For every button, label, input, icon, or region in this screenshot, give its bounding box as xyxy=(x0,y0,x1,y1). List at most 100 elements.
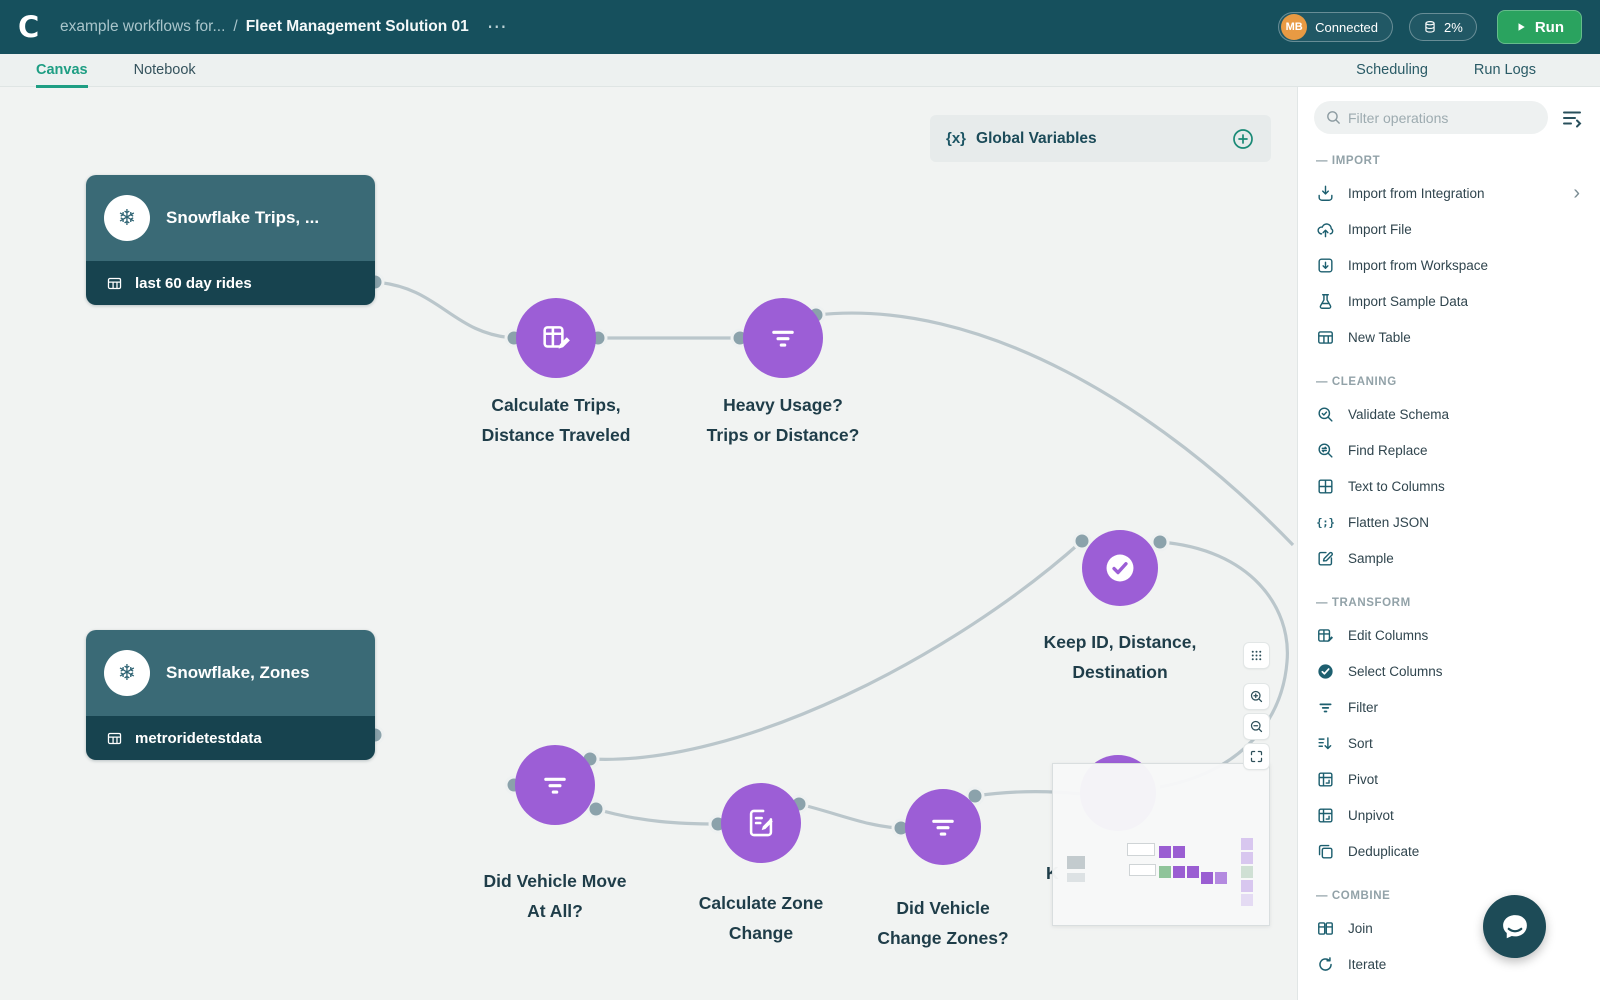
edge xyxy=(595,807,719,826)
node-heavy-usage[interactable] xyxy=(743,298,823,378)
op-item-unpivot[interactable]: Unpivot xyxy=(1314,797,1584,833)
app-logo[interactable]: C xyxy=(18,10,40,44)
minimap-node xyxy=(1067,873,1085,882)
op-label: Deduplicate xyxy=(1348,843,1420,859)
node-table-row[interactable]: last 60 day rides xyxy=(86,261,375,305)
add-variable-icon[interactable] xyxy=(1231,127,1255,151)
minimap-node xyxy=(1129,864,1156,876)
tab-canvas[interactable]: Canvas xyxy=(36,54,88,88)
tab-bar-right: Scheduling Run Logs xyxy=(1356,54,1536,87)
tab-run-logs[interactable]: Run Logs xyxy=(1473,62,1536,78)
op-item-join[interactable]: Join xyxy=(1314,910,1584,946)
op-item-text-to-columns[interactable]: Text to Columns xyxy=(1314,468,1584,504)
op-item-edit-columns[interactable]: Edit Columns xyxy=(1314,617,1584,653)
op-item-new-table[interactable]: New Table xyxy=(1314,319,1584,355)
zoom-out-button[interactable] xyxy=(1244,714,1269,739)
run-button[interactable]: Run xyxy=(1496,10,1582,44)
node-snowflake-zones[interactable]: ❄ Snowflake, Zones metroridetestdata xyxy=(86,630,375,760)
tab-notebook[interactable]: Notebook xyxy=(133,62,196,78)
port[interactable] xyxy=(1150,532,1170,552)
op-label: Sample xyxy=(1348,550,1394,566)
op-item-find-replace[interactable]: Find Replace xyxy=(1314,432,1584,468)
minimap-node xyxy=(1173,846,1185,858)
op-label: Iterate xyxy=(1348,956,1387,972)
op-item-import-from-integration[interactable]: Import from Integration› xyxy=(1314,175,1584,211)
op-label: Join xyxy=(1348,920,1373,936)
tab-scheduling[interactable]: Scheduling xyxy=(1356,62,1428,78)
op-item-flatten-json[interactable]: Flatten JSON xyxy=(1314,504,1584,540)
database-icon xyxy=(1423,20,1437,34)
minimap-node xyxy=(1215,872,1227,884)
op-item-filter[interactable]: Filter xyxy=(1314,689,1584,725)
op-label: Sort xyxy=(1348,735,1373,751)
node-zone-change[interactable] xyxy=(721,783,801,863)
minimap-node xyxy=(1159,846,1171,858)
more-menu-icon[interactable]: ⋯ xyxy=(486,16,507,38)
op-item-import-sample-data[interactable]: Import Sample Data xyxy=(1314,283,1584,319)
op-label: Unpivot xyxy=(1348,807,1394,823)
chat-button[interactable] xyxy=(1483,895,1546,958)
port[interactable] xyxy=(1072,531,1092,551)
select-columns-icon xyxy=(1316,662,1335,681)
avatar[interactable]: MB xyxy=(1281,14,1308,40)
edge xyxy=(374,280,515,340)
node-label: Heavy Usage?Trips or Distance? xyxy=(706,395,860,445)
minimap-node xyxy=(1159,866,1171,878)
op-item-deduplicate[interactable]: Deduplicate xyxy=(1314,833,1584,869)
op-item-import-file[interactable]: Import File xyxy=(1314,211,1584,247)
panel-menu-icon[interactable] xyxy=(1560,106,1584,130)
workspace-icon xyxy=(1316,256,1335,275)
table-name: last 60 day rides xyxy=(135,274,252,292)
section-header-import: — IMPORT xyxy=(1316,155,1381,167)
minimap-node xyxy=(1067,856,1085,869)
text-columns-icon xyxy=(1316,477,1335,496)
port[interactable] xyxy=(586,799,606,819)
minimap-node xyxy=(1173,866,1185,878)
node-vehicle-move[interactable] xyxy=(515,745,595,825)
node-table-row[interactable]: metroridetestdata xyxy=(86,716,375,760)
op-item-sample[interactable]: Sample xyxy=(1314,540,1584,576)
node-changed-zones[interactable] xyxy=(905,789,981,865)
node-header: ❄ Snowflake Trips, ... xyxy=(86,175,375,261)
app-header: C example workflows for... / Fleet Manag… xyxy=(0,0,1600,54)
op-label: Select Columns xyxy=(1348,663,1443,679)
table-name: metroridetestdata xyxy=(135,729,262,747)
op-item-validate-schema[interactable]: Validate Schema xyxy=(1314,396,1584,432)
canvas-grid-button[interactable] xyxy=(1244,643,1269,668)
op-label: Import Sample Data xyxy=(1348,293,1469,309)
fit-view-button[interactable] xyxy=(1244,744,1269,769)
breadcrumb-folder[interactable]: example workflows for... xyxy=(60,18,226,35)
global-variables-bar[interactable]: {x} Global Variables xyxy=(930,115,1271,162)
filter-icon xyxy=(538,768,572,802)
operations-list: — IMPORT Import from Integration›Import F… xyxy=(1314,155,1584,982)
edge xyxy=(589,539,1084,761)
breadcrumb-separator: / xyxy=(233,18,238,35)
op-item-iterate[interactable]: Iterate xyxy=(1314,946,1584,982)
find-replace-icon xyxy=(1316,441,1335,460)
port[interactable] xyxy=(965,786,985,806)
op-item-pivot[interactable]: Pivot xyxy=(1314,761,1584,797)
chat-icon xyxy=(1500,912,1530,942)
search-input[interactable] xyxy=(1314,101,1548,134)
minimap[interactable] xyxy=(1052,763,1270,926)
section-header-cleaning: — CLEANING xyxy=(1316,376,1397,388)
filter-icon xyxy=(766,321,800,355)
zoom-in-button[interactable] xyxy=(1244,684,1269,709)
op-item-sort[interactable]: Sort xyxy=(1314,725,1584,761)
zoom-in-icon xyxy=(1249,689,1264,704)
page-title[interactable]: Fleet Management Solution 01 xyxy=(245,18,469,35)
node-snowflake-trips[interactable]: ❄ Snowflake Trips, ... last 60 day rides xyxy=(86,175,375,305)
workflow-canvas[interactable]: {x} Global Variables ❄ Snowflake Trips, … xyxy=(0,87,1297,1000)
connected-pill[interactable]: MB Connected xyxy=(1278,12,1394,42)
op-label: Find Replace xyxy=(1348,442,1428,458)
node-keep-id[interactable] xyxy=(1082,530,1158,606)
check-icon xyxy=(1106,554,1134,582)
minimap-node xyxy=(1187,866,1199,878)
upload-cloud-icon xyxy=(1316,220,1335,239)
usage-pill[interactable]: 2% xyxy=(1409,13,1477,41)
calculate-icon xyxy=(539,321,573,355)
op-item-import-from-workspace[interactable]: Import from Workspace xyxy=(1314,247,1584,283)
node-calculate-trips[interactable] xyxy=(516,298,596,378)
op-item-select-columns[interactable]: Select Columns xyxy=(1314,653,1584,689)
